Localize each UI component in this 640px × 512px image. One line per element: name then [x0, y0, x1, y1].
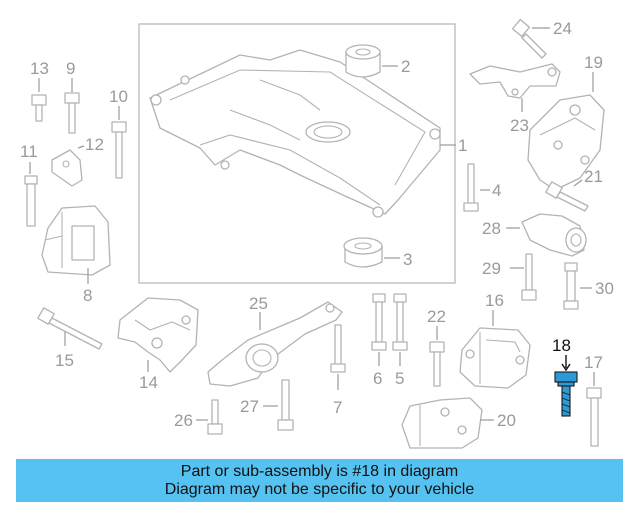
callout-17: 17 [584, 353, 603, 372]
part-2-mount[interactable] [345, 44, 381, 78]
callout-13: 13 [30, 59, 49, 78]
callout-24: 24 [553, 19, 572, 38]
part-4-bolt[interactable] [463, 163, 479, 212]
part-14-bracket[interactable] [117, 297, 199, 373]
callout-1: 1 [458, 136, 467, 155]
part-12-bracket[interactable] [51, 149, 83, 187]
part-21-bolt[interactable] [545, 181, 589, 212]
callout-20: 20 [497, 411, 516, 430]
part-5-bolt[interactable] [392, 293, 408, 351]
part-17-bolt[interactable] [586, 387, 602, 447]
callout-5: 5 [395, 369, 404, 388]
part-13-bolt[interactable] [31, 94, 47, 122]
part-8-engine-mount[interactable] [41, 205, 111, 276]
callout-3: 3 [403, 250, 412, 269]
callout-4: 4 [492, 181, 501, 200]
part-18-bolt[interactable] [554, 371, 578, 417]
callout-6: 6 [373, 369, 382, 388]
callout-21: 21 [584, 167, 603, 186]
callout-26: 26 [174, 411, 193, 430]
callout-10: 10 [109, 87, 128, 106]
part-29-bolt[interactable] [521, 253, 537, 301]
callout-14: 14 [139, 373, 158, 392]
part-23-link[interactable] [469, 63, 561, 99]
callout-16: 16 [485, 291, 504, 310]
part-10-bolt[interactable] [111, 121, 127, 179]
part-28-bracket[interactable] [521, 213, 587, 257]
part-3-mount[interactable] [343, 237, 383, 268]
part-24-bolt[interactable] [511, 18, 547, 59]
part-11-bolt[interactable] [24, 175, 38, 227]
part-16-mount[interactable] [459, 327, 531, 389]
callout-28: 28 [482, 219, 501, 238]
callout-18: 18 [552, 336, 571, 355]
callout-11: 11 [20, 142, 38, 161]
callout-9: 9 [66, 59, 75, 78]
part-1-subframe[interactable] [149, 49, 441, 218]
part-20-mount[interactable] [401, 397, 483, 449]
part-26-bolt[interactable] [207, 399, 223, 435]
callout-29: 29 [482, 259, 501, 278]
callout-25: 25 [249, 294, 268, 313]
part-25-torque-rod[interactable] [207, 301, 343, 387]
subframe-frame [138, 23, 456, 284]
part-7-bolt[interactable] [330, 324, 346, 373]
callout-30: 30 [595, 279, 614, 298]
part-15-bolt[interactable] [37, 307, 103, 350]
callout-2: 2 [401, 57, 410, 76]
callout-12: 12 [85, 135, 104, 154]
callout-23: 23 [510, 116, 529, 135]
info-banner: Part or sub-assembly is #18 in diagram D… [16, 459, 623, 502]
callout-8: 8 [83, 286, 92, 305]
callout-27: 27 [240, 397, 259, 416]
part-22-bolt[interactable] [429, 341, 445, 387]
callout-22: 22 [427, 307, 446, 326]
part-19-bracket[interactable] [527, 94, 605, 191]
part-27-bolt[interactable] [277, 379, 294, 431]
banner-line-1: Part or sub-assembly is #18 in diagram [180, 462, 459, 480]
part-9-bolt[interactable] [64, 92, 80, 134]
callout-7: 7 [333, 398, 342, 417]
callout-19: 19 [584, 53, 603, 72]
banner-line-2: Diagram may not be specific to your vehi… [164, 480, 475, 498]
part-30-bolt[interactable] [563, 262, 579, 310]
part-6-bolt[interactable] [371, 293, 387, 351]
callout-15: 15 [55, 351, 74, 370]
